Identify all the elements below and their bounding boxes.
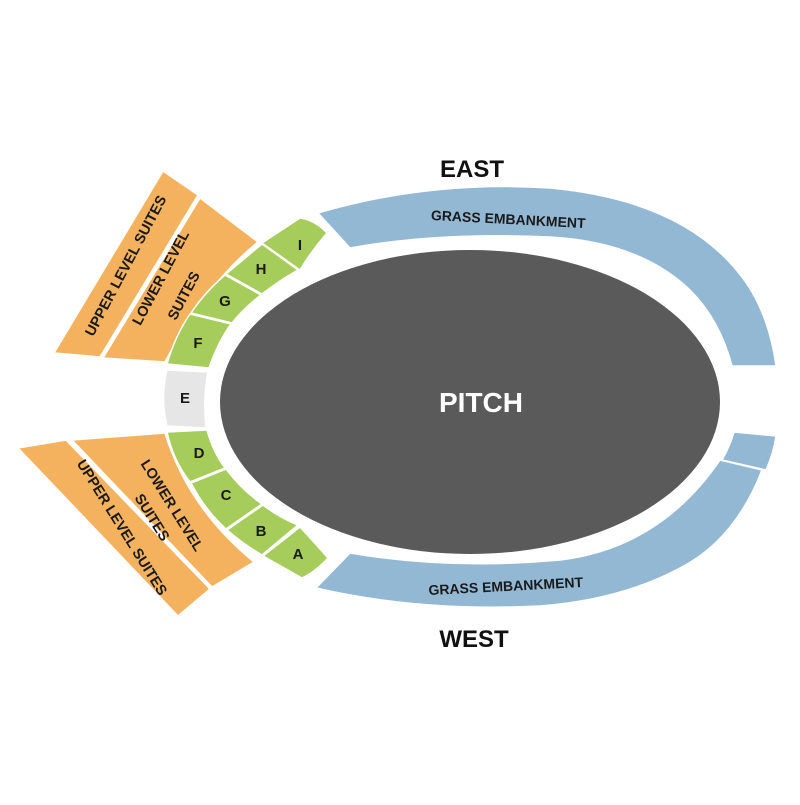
section-a[interactable] <box>261 525 330 579</box>
section-f[interactable] <box>166 313 233 369</box>
section-b[interactable] <box>225 504 300 556</box>
section-b-label: B <box>256 523 267 540</box>
section-c-label: C <box>221 487 232 504</box>
compass-west-label: WEST <box>439 626 509 653</box>
section-a-label: A <box>293 546 304 563</box>
section-d[interactable] <box>166 429 227 483</box>
section-h[interactable] <box>224 243 300 295</box>
upper-level-suites-east[interactable] <box>52 169 200 358</box>
pitch[interactable] <box>220 250 720 554</box>
pitch-label: PITCH <box>439 387 523 418</box>
section-g-label: G <box>219 293 231 310</box>
section-c[interactable] <box>189 468 264 530</box>
grass-embankment-east[interactable] <box>316 185 777 367</box>
section-f-label: F <box>193 335 202 352</box>
lower-level-suites-west[interactable] <box>70 432 256 588</box>
section-e-label: E <box>180 390 190 407</box>
section-i[interactable] <box>260 217 329 272</box>
section-d-label: D <box>194 445 205 462</box>
compass-east-label: EAST <box>440 156 504 183</box>
section-e[interactable] <box>162 369 209 429</box>
section-h-label: H <box>256 261 267 278</box>
upper-level-suites-west[interactable] <box>16 439 212 618</box>
section-g[interactable] <box>189 274 263 324</box>
grass-embankment-west[interactable] <box>314 459 764 608</box>
section-i-label: I <box>298 237 302 254</box>
grass-embankment-corner[interactable] <box>720 431 777 471</box>
